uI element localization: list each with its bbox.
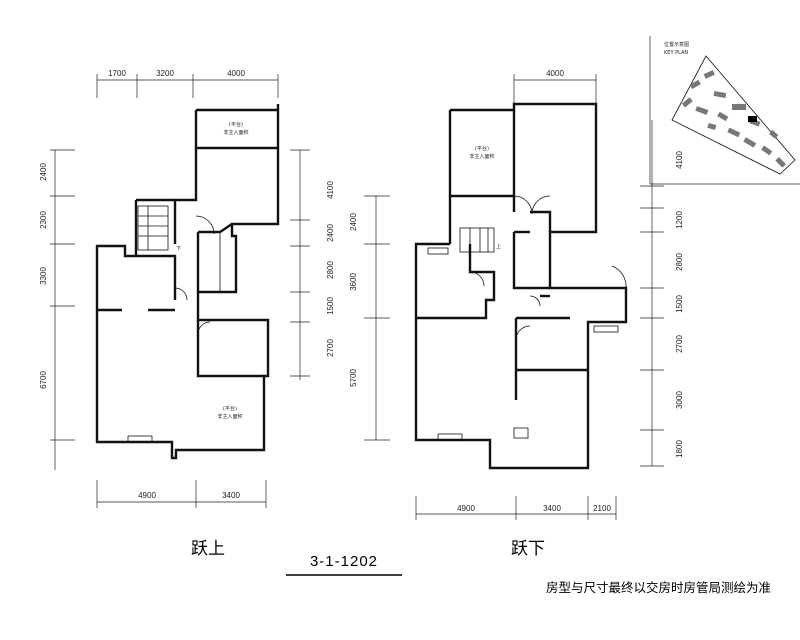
lower-dim-right-5: 2700: [675, 335, 684, 353]
upper-dim-bottom-1: 4900: [138, 491, 156, 500]
upper-platform-label-top: (平台) 非主入面积: [223, 121, 248, 136]
upper-dim-top-3: 4000: [227, 69, 245, 78]
upper-dim-left-3: 3300: [39, 267, 48, 285]
lower-dim-bottom-3: 2100: [593, 504, 611, 513]
lower-dim-right-2: 1200: [675, 211, 684, 229]
lower-dim-top-1: 4000: [546, 69, 564, 78]
svg-text:(平台): (平台): [475, 145, 489, 152]
svg-text:非主入面积: 非主入面积: [223, 129, 248, 136]
lower-dim-right-3: 2800: [675, 253, 684, 271]
lower-dim-right-4: 1500: [675, 295, 684, 313]
upper-dim-top-1: 1700: [108, 69, 126, 78]
lower-dim-right-1: 4100: [675, 151, 684, 169]
lower-floor-label: 跃下: [511, 539, 545, 559]
footer-note: 房型与尺寸最终以交房时房管局测绘为准: [546, 580, 771, 595]
upper-dim-top-2: 3200: [156, 69, 174, 78]
svg-text:非主入面积: 非主入面积: [217, 413, 242, 420]
lower-dim-left-1: 2400: [349, 213, 358, 231]
site-outline: [671, 55, 796, 175]
unit-code: 3-1-1202: [310, 553, 378, 570]
upper-dim-right-1: 4100: [326, 181, 335, 199]
upper-platform-label-bottom: (平台) 非主入面积: [217, 405, 242, 420]
upper-dim-left-1: 2400: [39, 163, 48, 181]
upper-dim-right-2: 2400: [326, 224, 335, 242]
lower-stair: 上: [459, 227, 501, 253]
upper-floor-plan: 1700 3200 4000 2400 2300 3300 6700 4100 …: [39, 69, 335, 508]
upper-stair: 下: [137, 205, 181, 252]
lower-stair-label: 上: [496, 243, 501, 250]
lower-dim-left-3: 5700: [349, 369, 358, 387]
upper-dim-bottom-2: 3400: [222, 491, 240, 500]
upper-stair-label: 下: [176, 246, 181, 252]
upper-dim-left-2: 2300: [39, 211, 48, 229]
upper-floor-label: 跃上: [191, 539, 225, 559]
lower-platform-label: (平台) 非主入面积: [469, 145, 494, 160]
lower-dim-bottom-1: 4900: [457, 504, 475, 513]
upper-dim-left-4: 6700: [39, 371, 48, 389]
svg-text:(平台): (平台): [223, 405, 237, 412]
svg-text:非主入面积: 非主入面积: [469, 153, 494, 160]
svg-text:(平台): (平台): [229, 121, 243, 128]
lower-dim-right-6: 3000: [675, 391, 684, 409]
upper-dim-right-3: 2800: [326, 261, 335, 279]
lower-dim-bottom-2: 3400: [543, 504, 561, 513]
upper-dim-right-4: 1500: [326, 297, 335, 315]
lower-floor-plan: 4000 2400 3600 5700 4100 1200 2800 1500 …: [349, 69, 684, 520]
key-plan-title-en: KEY PLAN: [664, 50, 688, 56]
lower-dim-left-2: 3600: [349, 273, 358, 291]
upper-dim-right-5: 2700: [326, 339, 335, 357]
key-plan: 位置示意图 KEY PLAN: [649, 36, 800, 185]
lower-dim-right-7: 1800: [675, 440, 684, 458]
key-plan-title-cn: 位置示意图: [664, 41, 689, 48]
